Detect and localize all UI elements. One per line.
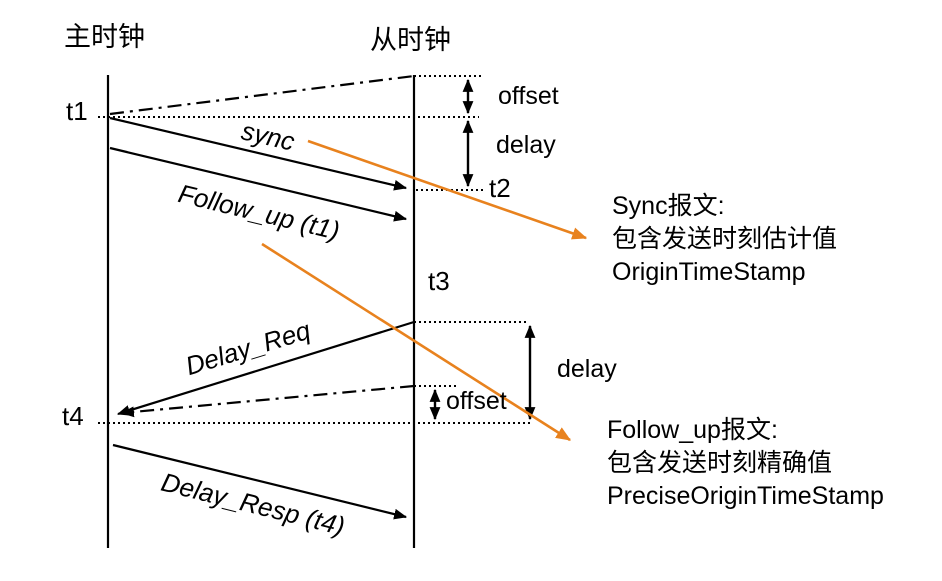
delay-req-message-arrow (116, 320, 415, 416)
delay-resp-message-arrow (112, 443, 408, 520)
follow-up-note: Follow_up报文: 包含发送时刻精确值 PreciseOriginTime… (607, 414, 884, 513)
delay-top-label: delay (496, 131, 556, 159)
offset-bottom-label: offset (446, 387, 507, 415)
slave-clock-title: 从时钟 (370, 25, 451, 55)
follow-up-note-line3: PreciseOriginTimeStamp (607, 482, 884, 510)
timestamp-t4: t4 (62, 401, 84, 431)
sync-note-line3: OriginTimeStamp (612, 258, 806, 286)
follow-up-note-line2: 包含发送时刻精确值 (607, 449, 833, 477)
follow-up-note-pointer-arrow (261, 242, 572, 442)
master-clock-title: 主时钟 (64, 22, 145, 52)
offset-top-label: offset (498, 82, 559, 110)
sync-note: Sync报文: 包含发送时刻估计值 OriginTimeStamp (612, 190, 837, 289)
clock-offset-dashdot-top (109, 74, 415, 116)
sync-note-line2: 包含发送时刻估计值 (612, 225, 838, 253)
timestamp-t1: t1 (66, 96, 88, 126)
follow-up-message-arrow (109, 146, 408, 222)
timestamp-t2: t2 (489, 173, 511, 203)
sync-message-arrow (109, 116, 408, 191)
sync-note-title: Sync报文: (612, 192, 725, 220)
sync-note-pointer-arrow (307, 139, 588, 240)
timestamp-t3: t3 (428, 266, 450, 296)
clock-offset-dashdot-bottom (120, 384, 415, 418)
follow-up-note-title: Follow_up报文: (607, 416, 778, 444)
delay-bottom-label: delay (557, 355, 617, 383)
